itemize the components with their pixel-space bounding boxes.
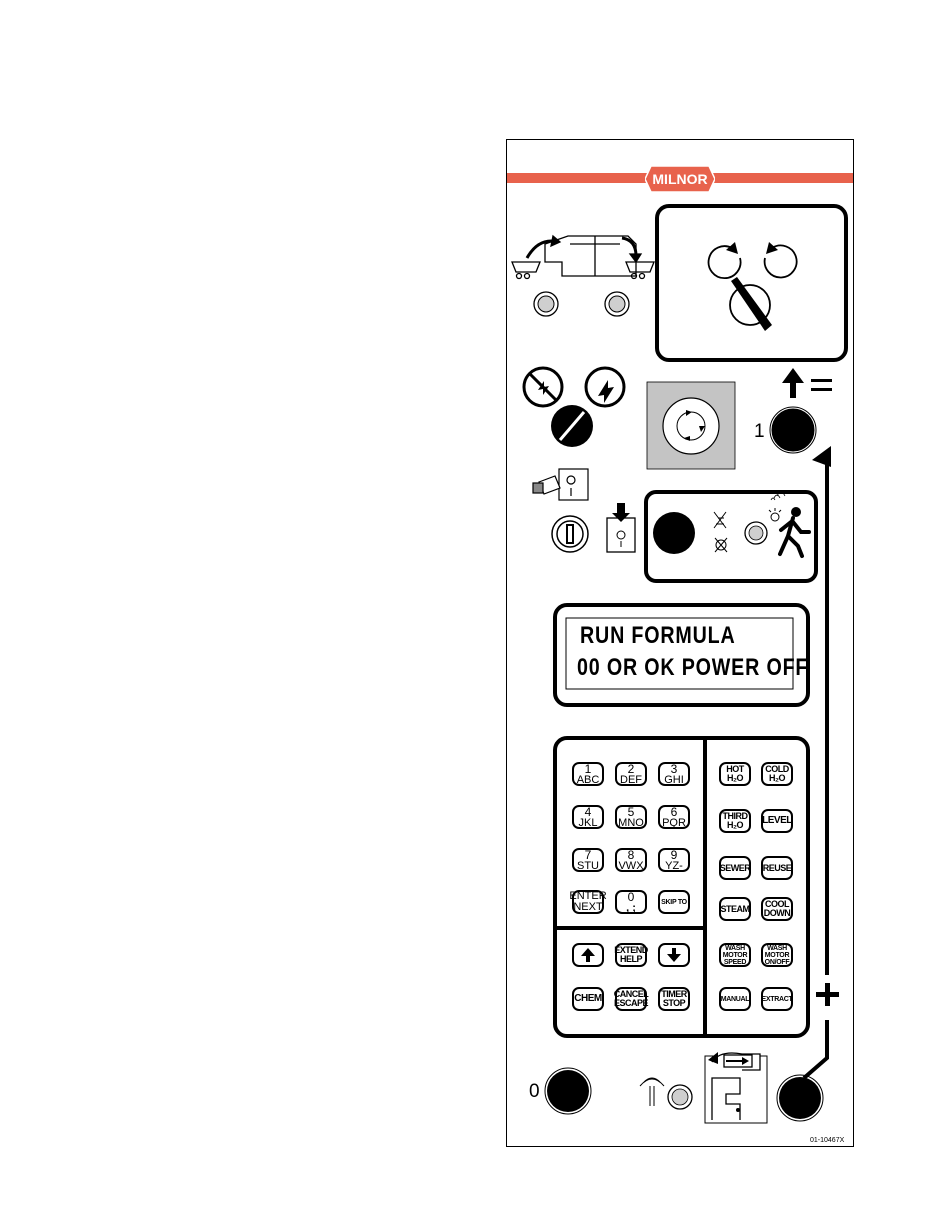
emergency-stop-button[interactable] <box>647 382 735 469</box>
start-button[interactable] <box>770 407 816 453</box>
key-switch[interactable] <box>552 516 588 552</box>
tilt-light-right <box>605 292 629 316</box>
key-level[interactable]: LEVEL <box>761 809 793 833</box>
signal-cancel-button[interactable] <box>653 512 695 554</box>
figure-code: 01-10467X <box>810 1137 844 1144</box>
key-0[interactable]: 0, ; <box>615 890 647 914</box>
up-arrow-equals <box>782 368 832 398</box>
door-latch-icon <box>705 1052 767 1123</box>
door-lock-icon <box>533 469 588 500</box>
signal-box <box>646 492 816 581</box>
key-manual[interactable]: MANUAL <box>719 987 751 1011</box>
key-up[interactable] <box>572 943 604 967</box>
door-unlock-icon <box>607 503 635 552</box>
tilt-machine-icon <box>512 236 654 279</box>
key-steam[interactable]: STEAM <box>719 897 751 921</box>
door-open-icon <box>640 1078 664 1106</box>
key-skip-to[interactable]: SKIP TO <box>658 890 690 914</box>
display-line-1: RUN FORMULA <box>580 622 736 650</box>
power-icon <box>586 368 624 406</box>
door-light <box>668 1085 692 1109</box>
up-arrow-icon <box>580 947 596 963</box>
power-key-switch[interactable] <box>551 405 593 447</box>
stop-label: 0 <box>529 1081 540 1103</box>
stop-button[interactable] <box>545 1068 591 1114</box>
rotation-selector-box <box>657 206 846 360</box>
key-reuse[interactable]: REUSE <box>761 856 793 880</box>
tilt-light-left <box>534 292 558 316</box>
key-sewer[interactable]: SEWER <box>719 856 751 880</box>
no-power-icon <box>524 368 562 406</box>
start-button-bottom[interactable] <box>777 1075 823 1121</box>
key-chem[interactable]: CHEM <box>572 987 604 1011</box>
down-arrow-icon <box>666 947 682 963</box>
key-down[interactable] <box>658 943 690 967</box>
start-label: 1 <box>754 421 765 443</box>
display-line-2: 00 OR OK POWER OFF <box>577 654 808 682</box>
key-extract[interactable]: EXTRACT <box>761 987 793 1011</box>
